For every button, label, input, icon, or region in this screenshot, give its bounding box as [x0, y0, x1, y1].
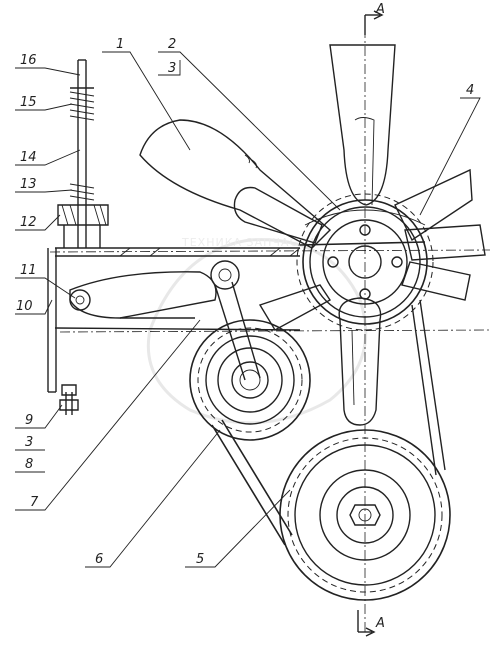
callout-15: 15	[20, 95, 37, 110]
callout-7: 7	[30, 495, 39, 510]
callout-5: 5	[196, 552, 204, 567]
watermark: ТЕХНИКА ЗАПЧАСТИ	[146, 236, 368, 425]
callout-4: 4	[466, 83, 474, 98]
tensioner-pulley	[189, 319, 311, 441]
fan-blades	[139, 44, 486, 426]
callout-10: 10	[16, 299, 33, 314]
section-mark-bottom: A	[375, 616, 385, 631]
callout-leaders	[15, 51, 481, 568]
adjusting-screw	[57, 59, 109, 248]
callout-13: 13	[20, 177, 37, 192]
section-line-a: A A	[357, 2, 385, 637]
callout-2: 2	[168, 37, 176, 52]
tensioner-bracket	[47, 247, 491, 415]
callout-3-left: 3	[25, 435, 33, 450]
section-mark-top: A	[375, 2, 385, 17]
callout-11: 11	[20, 263, 37, 278]
watermark-text: ТЕХНИКА ЗАПЧАСТИ	[181, 236, 315, 249]
callout-9: 9	[25, 413, 33, 428]
callout-numbers: 1 2 3 4 5 6 7 9 3 8 10 11 12 13 14 15 16	[16, 37, 474, 567]
callout-8: 8	[25, 457, 33, 472]
callout-1: 1	[116, 37, 124, 52]
callout-6: 6	[95, 552, 103, 567]
callout-3-top: 3	[168, 61, 176, 76]
callout-12: 12	[20, 215, 37, 230]
drive-belt	[211, 241, 446, 546]
callout-16: 16	[20, 53, 37, 68]
callout-14: 14	[20, 150, 37, 165]
